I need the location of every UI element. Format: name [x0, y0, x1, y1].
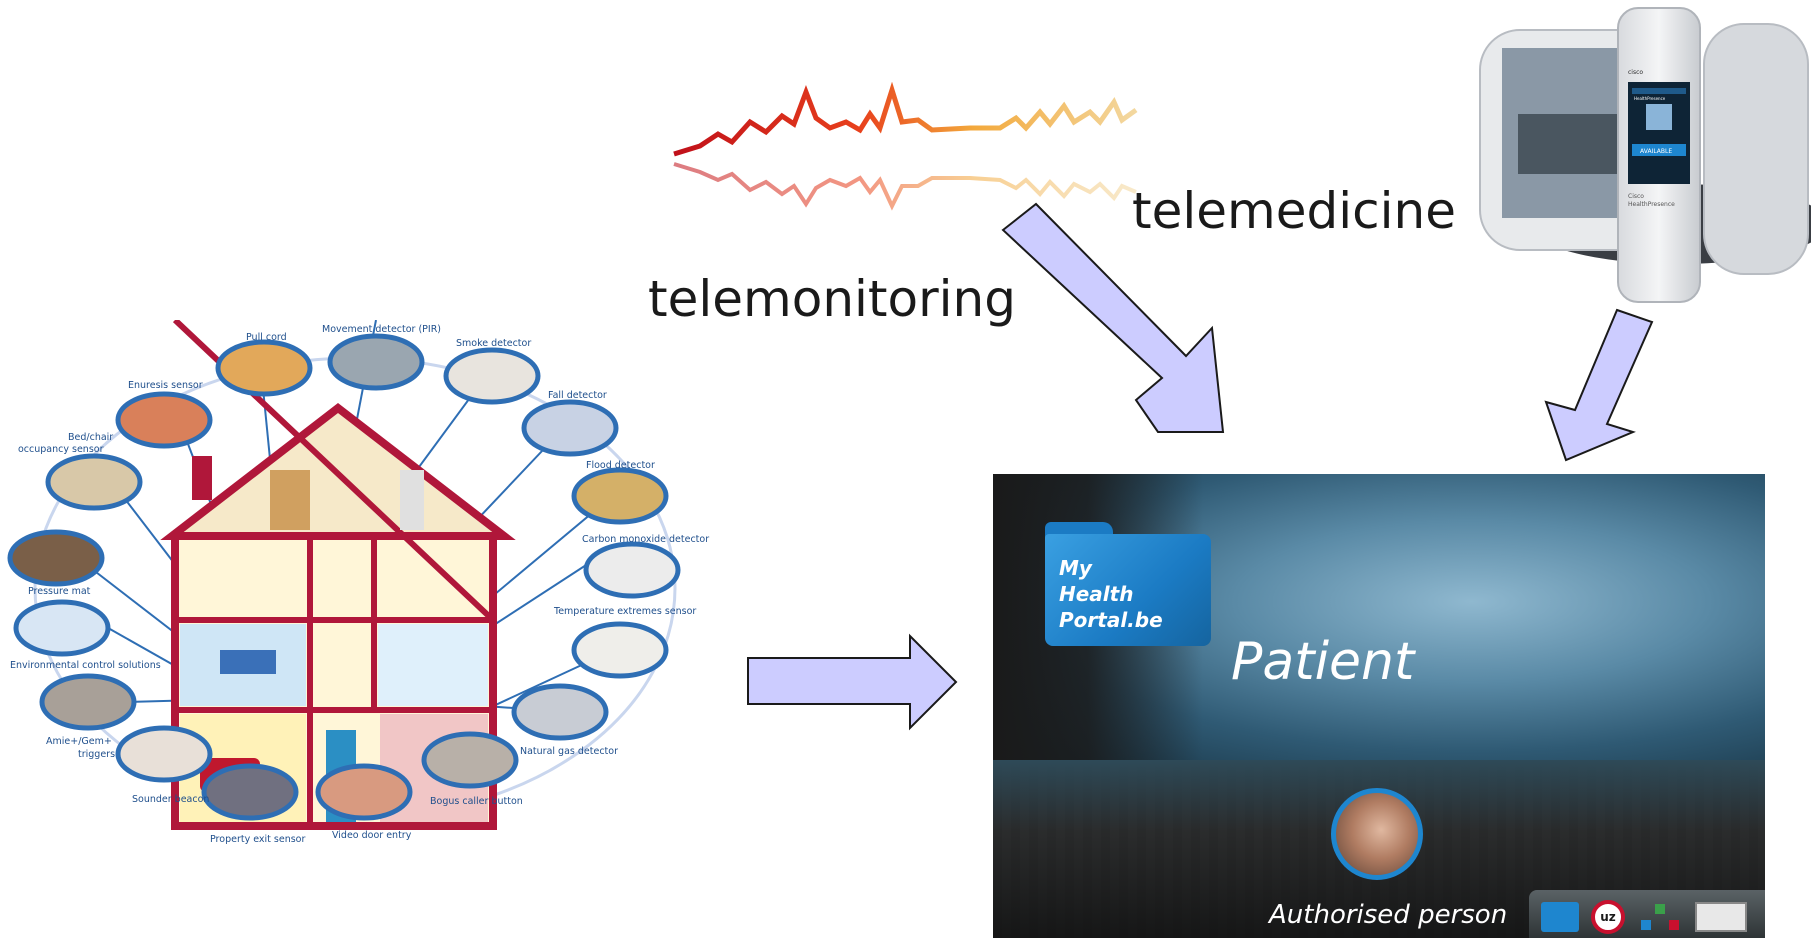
- folder-icon[interactable]: [1541, 902, 1579, 932]
- uz-logo-icon[interactable]: uz: [1591, 900, 1625, 934]
- sensor-label: triggers: [78, 749, 115, 760]
- folder-line-2: Health: [1059, 582, 1134, 606]
- sensor-label: Video door entry: [332, 830, 412, 841]
- sensor-label: Movement detector (PIR): [322, 324, 441, 335]
- booth-side-brand-1: Cisco: [1628, 193, 1644, 200]
- window-icon[interactable]: [1695, 902, 1747, 932]
- sensor-label: Flood detector: [586, 460, 655, 471]
- sensor-label: Fall detector: [548, 390, 607, 401]
- sensor-label: Carbon monoxide detector: [582, 534, 709, 545]
- telemedicine-booth: cisco HealthPresence AVAILABLE Cisco Hea…: [1479, 7, 1811, 303]
- sensor-label: Enuresis sensor: [128, 380, 203, 391]
- authorised-person-label[interactable]: Authorised person: [1269, 900, 1508, 930]
- sensor-label: Temperature extremes sensor: [553, 606, 696, 617]
- sensor-label: Pressure mat: [28, 586, 91, 597]
- sensor-label: Pull cord: [246, 332, 287, 343]
- sensor-label: Property exit sensor: [210, 834, 305, 845]
- sensor-label: Smoke detector: [456, 338, 531, 349]
- authorised-person-avatar[interactable]: [1331, 788, 1423, 880]
- sensor-label: Natural gas detector: [520, 746, 618, 757]
- booth-side-brand-2: HealthPresence: [1628, 201, 1675, 208]
- sensor-label: occupancy sensor: [18, 444, 104, 455]
- network-icon[interactable]: [1641, 900, 1681, 934]
- sensor-label: Amie+/Gem+: [46, 736, 112, 747]
- booth-screen-title: HealthPresence: [1634, 96, 1666, 101]
- sensor-label: Bogus caller button: [430, 796, 523, 807]
- booth-status: AVAILABLE: [1640, 148, 1672, 155]
- sensor-label: Environmental control solutions: [10, 660, 161, 671]
- sensor-label: Bed/chair: [68, 432, 113, 443]
- folder-line-3: Portal.be: [1059, 608, 1163, 632]
- telemonitoring-label: telemonitoring: [648, 270, 1016, 328]
- waveform-graphic: [673, 82, 1138, 211]
- smart-home-illustration: Pull cord Movement detector (PIR) Smoke …: [7, 320, 709, 845]
- telemedicine-label: telemedicine: [1132, 182, 1456, 240]
- patient-portal-screenshot: My Health Portal.be Patient Authorised p…: [993, 474, 1765, 938]
- folder-line-1: My: [1059, 556, 1092, 580]
- my-health-portal-folder-icon[interactable]: My Health Portal.be: [1045, 522, 1211, 646]
- portal-title: Patient: [1231, 632, 1415, 692]
- booth-brand: cisco: [1628, 69, 1643, 76]
- sensor-label: Sounder beacon: [132, 794, 209, 805]
